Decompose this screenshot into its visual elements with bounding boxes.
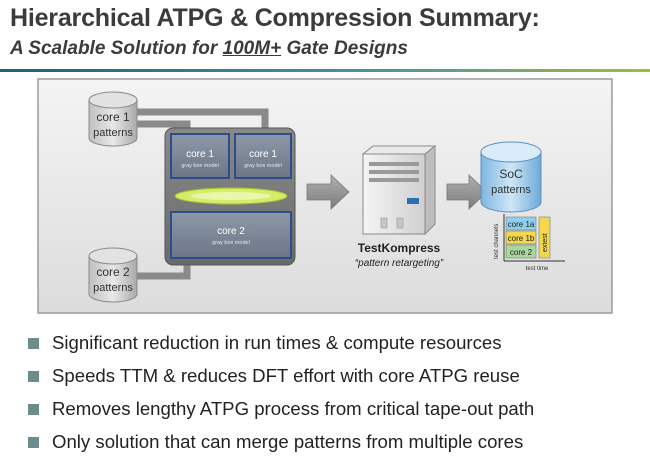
subtitle-suffix: Gate Designs [281, 38, 408, 59]
bullet-square-icon [28, 338, 39, 349]
core1-right-sublabel: gray box model [244, 163, 282, 169]
soc-patterns-cylinder: SoC patterns [480, 141, 542, 213]
chart-block-core1b-label: core 1b [508, 234, 535, 243]
bullet-square-icon [28, 437, 39, 448]
test-time-chart: test channels test time core 1a core 1b … [494, 214, 565, 272]
core2-patterns-cylinder: core 2 patterns [88, 247, 138, 303]
core2-block [170, 211, 292, 259]
chart-block-extest-label: extest [542, 233, 549, 252]
bullet-item: Removes lengthy ATPG process from critic… [28, 392, 648, 425]
testkompress-label: TestKompress [358, 241, 441, 255]
subtitle-prefix: A Scalable Solution for [10, 38, 223, 59]
soc-patterns-line1: SoC [499, 167, 523, 181]
testkompress-caption: “pattern retargeting” [355, 258, 444, 269]
hierarchical-atpg-diagram: core 1 patterns core 2 patterns core 1 g… [37, 78, 613, 314]
core1-left-label: core 1 [186, 149, 214, 160]
subtitle-emphasis: 100M+ [222, 38, 282, 59]
title-divider [0, 69, 650, 72]
arrow-to-soc-patterns [446, 174, 488, 210]
arrow-to-testkompress [306, 174, 350, 210]
core2-label: core 2 [217, 226, 245, 237]
core2-sublabel: gray box model [212, 240, 250, 246]
core1-patterns-line1: core 1 [96, 110, 130, 124]
core1-right-label: core 1 [249, 149, 277, 160]
chart-block-core2-label: core 2 [510, 248, 533, 257]
bullet-item: Speeds TTM & reduces DFT effort with cor… [28, 359, 648, 392]
core1-left-block [170, 133, 230, 179]
chart-block-extest [538, 216, 551, 259]
bullet-square-icon [28, 371, 39, 382]
bullet-text: Speeds TTM & reduces DFT effort with cor… [52, 365, 520, 386]
chart-ylabel: test channels [494, 224, 500, 259]
chart-block-core2 [505, 244, 537, 259]
testkompress-server-icon [361, 144, 437, 236]
core2-patterns-line2: patterns [93, 282, 133, 294]
chart-block-core1a [505, 216, 537, 231]
chart-block-core1b [505, 230, 537, 245]
slide-subtitle: A Scalable Solution for 100M+ Gate Desig… [10, 38, 408, 60]
chart-xlabel: test time [526, 266, 549, 272]
soc-chip: core 1 gray box model core 1 gray box mo… [164, 127, 296, 266]
core1-patterns-line2: patterns [93, 127, 133, 139]
bullet-item: Only solution that can merge patterns fr… [28, 425, 648, 458]
core1-left-sublabel: gray box model [181, 163, 219, 169]
bullet-text: Significant reduction in run times & com… [52, 332, 502, 353]
soc-patterns-line2: patterns [491, 184, 531, 196]
bullet-square-icon [28, 404, 39, 415]
bullet-text: Removes lengthy ATPG process from critic… [52, 398, 535, 419]
core1-patterns-cylinder: core 1 patterns [88, 91, 138, 147]
chart-block-core1a-label: core 1a [508, 220, 535, 229]
bullet-item: Significant reduction in run times & com… [28, 326, 648, 359]
core2-patterns-line1: core 2 [96, 265, 130, 279]
bullet-text: Only solution that can merge patterns fr… [52, 431, 524, 452]
core2-patterns-connector [127, 262, 191, 280]
slide-title: Hierarchical ATPG & Compression Summary: [10, 4, 540, 32]
core1-right-block [234, 133, 292, 179]
summary-bullet-list: Significant reduction in run times & com… [28, 326, 648, 458]
